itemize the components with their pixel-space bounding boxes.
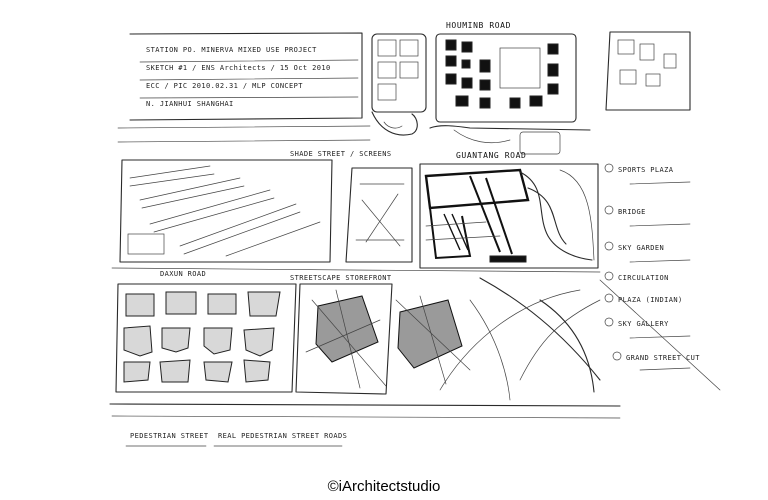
- block-northeast: [605, 31, 691, 111]
- block-south-diagonal: [295, 283, 471, 395]
- right-annotations: SPORTS PLAZA BRIDGE SKY GARDEN CIRCULATI…: [604, 163, 700, 371]
- block-center-west: [345, 167, 413, 263]
- project-notes-block: STATION PO. MINERVA MIXED USE PROJECT SK…: [117, 32, 371, 143]
- label-south-note-2: REAL PEDESTRIAN STREET ROADS: [218, 432, 347, 440]
- label-mid-note: SHADE STREET / SCREENS: [290, 150, 392, 158]
- copyright-credit: ©iArchitectstudio: [327, 478, 441, 495]
- block-north-small-buildings: [371, 33, 427, 136]
- block-main-site: GUANTANG ROAD: [419, 151, 599, 269]
- note-bridge: BRIDGE: [618, 208, 646, 216]
- note-circulation: CIRCULATION: [618, 274, 669, 282]
- note-sky-gallery: SKY GALLERY: [618, 320, 669, 328]
- block-west-linear: SHADE STREET / SCREENS: [119, 150, 392, 263]
- block-southwest-buildings: [115, 283, 297, 393]
- note-line-1: STATION PO. MINERVA MIXED USE PROJECT: [146, 46, 317, 54]
- note-sports-plaza: SPORTS PLAZA: [618, 166, 674, 174]
- label-lower-mid-note: STREETSCAPE STOREFRONT: [290, 274, 392, 282]
- label-north-road: HOUMINB ROAD: [446, 21, 511, 30]
- note-line-4: N. JIANHUI SHANGHAI: [146, 100, 234, 108]
- note-sky-garden: SKY GARDEN: [618, 244, 664, 252]
- label-central-road: GUANTANG ROAD: [456, 151, 526, 160]
- label-west-road: DAXUN ROAD: [160, 270, 206, 278]
- block-southeast-plaza: [439, 277, 721, 401]
- note-grand-street: GRAND STREET CUT: [626, 354, 700, 362]
- note-line-3: ECC / PIC 2010.02.31 / MLP CONCEPT: [146, 82, 303, 90]
- note-line-2: SKETCH #1 / ENS Architects / 15 Oct 2010: [146, 64, 331, 72]
- note-plaza: PLAZA (INDIAN): [618, 296, 683, 304]
- block-north-residential: HOUMINB ROAD: [435, 21, 577, 123]
- label-south-note-1: PEDESTRIAN STREET: [130, 432, 209, 440]
